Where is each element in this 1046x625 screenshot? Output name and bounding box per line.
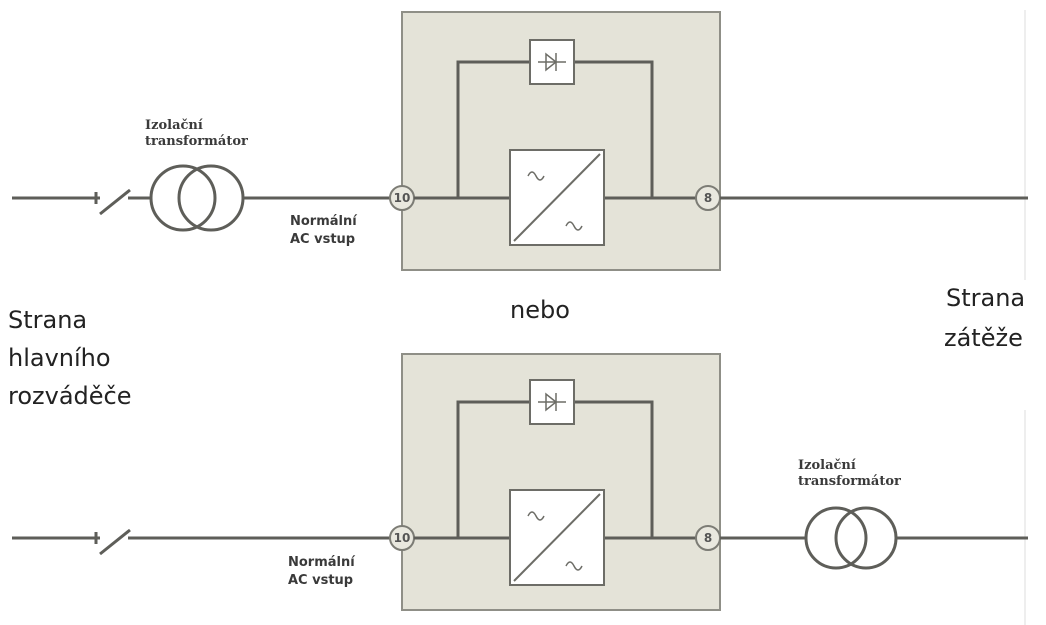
right-side-label-line1: Strana [946, 284, 1025, 312]
bottom-transformer-label-line1: Izolační [798, 458, 856, 473]
top-static-switch-icon [529, 39, 575, 85]
bottom-circuit: Normální AC vstup 10 8 [12, 353, 1028, 611]
left-side-label-line1: Strana [8, 306, 87, 334]
top-circuit: Izolační transformátor Normální AC vstup… [12, 11, 1028, 271]
right-side-label-line2: zátěže [944, 324, 1023, 352]
top-input-label-line2: AC vstup [290, 232, 355, 247]
bottom-input-label-line1: Normální [288, 555, 356, 570]
bottom-transformer-label-line2: transformátor [798, 474, 901, 489]
bottom-switch [94, 528, 131, 556]
top-terminal-out-label: 8 [704, 191, 712, 205]
or-label: nebo [510, 296, 570, 324]
top-transformer-icon [149, 164, 245, 232]
bottom-converter-icon [509, 489, 605, 586]
bottom-transformer-icon [804, 506, 898, 570]
bottom-terminal-in-label: 10 [394, 531, 411, 545]
top-terminal-in-label: 10 [394, 191, 411, 205]
top-transformer-label-line2: transformátor [145, 134, 248, 149]
bottom-static-switch-icon [529, 379, 575, 425]
bottom-terminal-out-label: 8 [704, 531, 712, 545]
top-converter-icon [509, 149, 605, 246]
left-side-label-line3: rozváděče [8, 382, 132, 410]
top-input-label-line1: Normální [290, 214, 358, 229]
left-side-label-line2: hlavního [8, 344, 111, 372]
bottom-input-label-line2: AC vstup [288, 573, 353, 588]
bottom-bypass-path-right [574, 400, 654, 538]
bottom-bypass-path [456, 400, 530, 538]
top-transformer-label-line1: Izolační [145, 118, 203, 133]
top-bypass-path [456, 60, 530, 198]
top-bypass-path-right [574, 60, 654, 198]
top-switch [94, 188, 131, 216]
